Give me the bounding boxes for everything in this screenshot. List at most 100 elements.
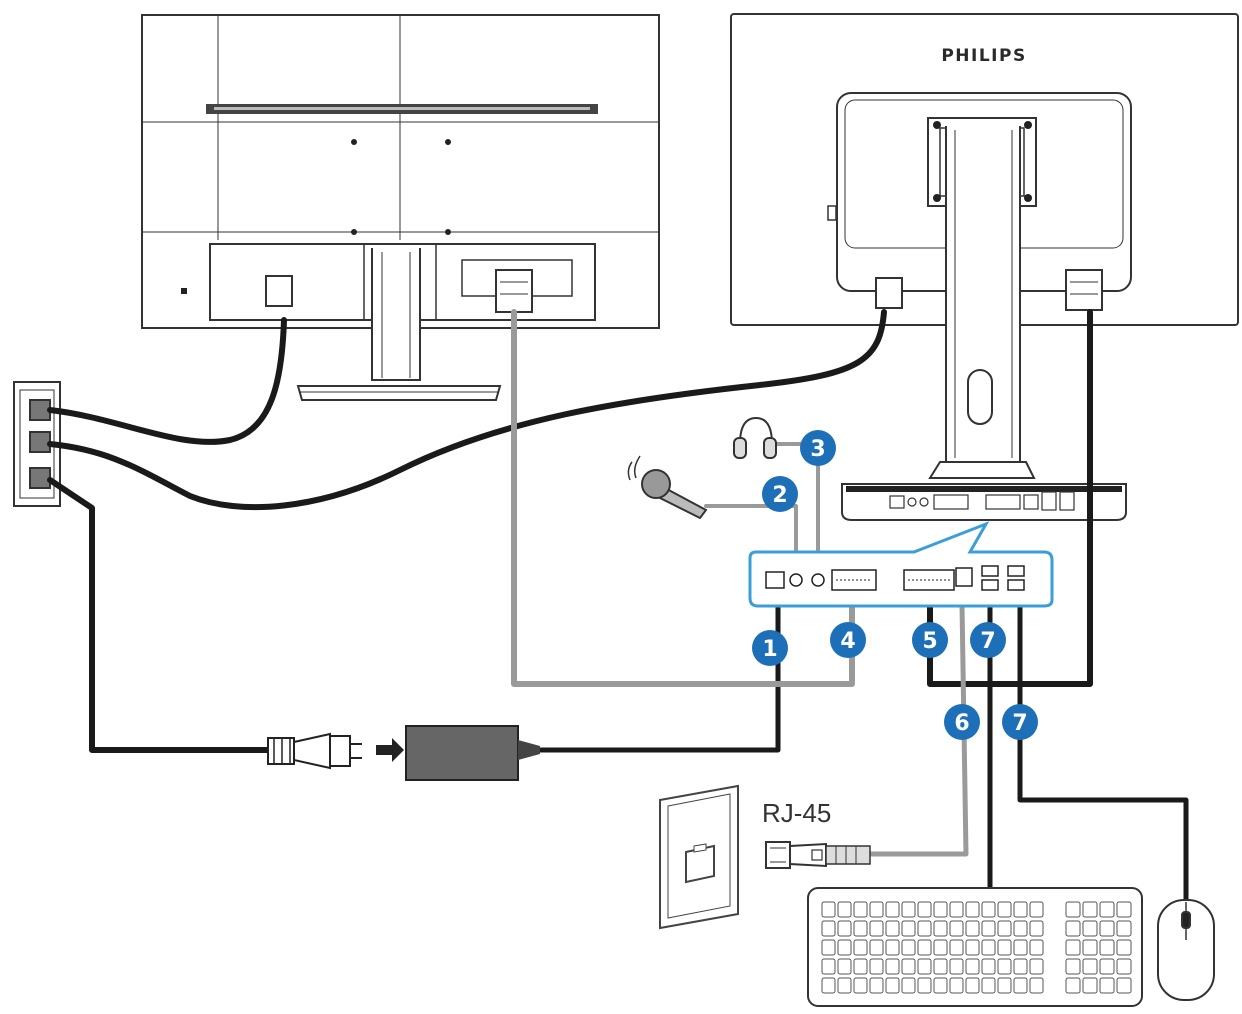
keyboard-key (869, 977, 884, 994)
usb-port-4 (1007, 579, 1025, 591)
microphone-icon (627, 455, 708, 520)
keyboard-key (1029, 977, 1044, 994)
network-cable-port-6 (867, 601, 969, 857)
svg-text:7: 7 (980, 629, 995, 654)
callout-7-lower: 7 (1002, 704, 1038, 740)
keyboard-key (885, 939, 900, 956)
keyboard-key (917, 901, 932, 918)
headphones-icon (733, 416, 777, 459)
keyboard-key (1082, 901, 1098, 918)
keyboard-key (965, 939, 980, 956)
keyboard-key (837, 939, 852, 956)
keyboard-key (1013, 977, 1028, 994)
keyboard-key (965, 958, 980, 975)
keyboard-key (1065, 920, 1081, 937)
keyboard-key (853, 920, 868, 937)
keyboard-key (933, 958, 948, 975)
arrow-icon (376, 738, 404, 762)
keyboard-key (885, 920, 900, 937)
svg-text:7: 7 (1012, 711, 1027, 736)
keyboard-key (933, 977, 948, 994)
keyboard-key (869, 939, 884, 956)
keyboard-key (1082, 939, 1098, 956)
keyboard-key (821, 939, 836, 956)
keyboard-key (981, 977, 996, 994)
keyboard-key (1013, 901, 1028, 918)
keyboard-key (949, 901, 964, 918)
keyboard-key (997, 977, 1012, 994)
keyboard-key (1099, 958, 1115, 975)
keyboard-key (949, 939, 964, 956)
callout-1: 1 (752, 630, 788, 666)
keyboard-key (885, 977, 900, 994)
svg-text:3: 3 (810, 437, 825, 462)
keyboard-key (997, 920, 1012, 937)
keyboard-key (1013, 920, 1028, 937)
mouse (1157, 899, 1215, 1001)
power-adapter (405, 725, 540, 781)
keyboard-key (965, 901, 980, 918)
svg-text:1: 1 (762, 637, 777, 662)
svg-text:4: 4 (840, 629, 855, 654)
keyboard-key (869, 901, 884, 918)
keyboard-key (1099, 977, 1115, 994)
keyboard-key (981, 958, 996, 975)
keyboard-key (901, 977, 916, 994)
left-monitor-rear (141, 14, 660, 401)
dc-in-port (765, 571, 785, 589)
keyboard-key (1029, 958, 1044, 975)
callout-6: 6 (944, 704, 980, 740)
keyboard-key (981, 901, 996, 918)
keyboard-key (853, 977, 868, 994)
adapter-power-cable (47, 477, 273, 753)
keyboard-key (821, 977, 836, 994)
svg-text:5: 5 (922, 629, 937, 654)
left-monitor-power-cable (47, 317, 287, 445)
keyboard-key (821, 920, 836, 937)
keyboard-key (917, 939, 932, 956)
callout-3: 3 (800, 430, 836, 466)
keyboard (807, 887, 1143, 1007)
keyboard-key (997, 958, 1012, 975)
rj45-plug (765, 841, 871, 869)
callout-2: 2 (762, 476, 798, 512)
keyboard-key (1029, 920, 1044, 937)
keyboard-key (1065, 977, 1081, 994)
callout-4: 4 (830, 622, 866, 658)
keyboard-key (965, 977, 980, 994)
keyboard-key (1029, 939, 1044, 956)
keyboard-key (997, 939, 1012, 956)
keyboard-key (1082, 920, 1098, 937)
keyboard-key (981, 920, 996, 937)
keyboard-key (917, 977, 932, 994)
mic-in-port (789, 573, 803, 587)
keyboard-key (1099, 920, 1115, 937)
keyboard-key (1116, 958, 1132, 975)
keyboard-key (837, 958, 852, 975)
svg-text:6: 6 (954, 711, 969, 736)
keyboard-key (949, 977, 964, 994)
usb-port-1 (981, 565, 999, 577)
keyboard-key (1082, 958, 1098, 975)
right-monitor-rear (730, 13, 1239, 521)
keyboard-key (1065, 939, 1081, 956)
keyboard-key (933, 901, 948, 918)
callout-5: 5 (912, 622, 948, 658)
keyboard-key (869, 958, 884, 975)
keyboard-key (821, 958, 836, 975)
right-monitor-power-cable (47, 309, 887, 511)
keyboard-key (885, 901, 900, 918)
keyboard-key (1116, 901, 1132, 918)
keyboard-key (965, 920, 980, 937)
keyboard-key (885, 958, 900, 975)
callout-7-upper: 7 (970, 622, 1006, 658)
usb-port-2 (981, 579, 999, 591)
keyboard-key (1116, 977, 1132, 994)
brand-label: PHILIPS (941, 46, 1026, 66)
keyboard-key (1116, 939, 1132, 956)
keyboard-key (1013, 958, 1028, 975)
svg-text:2: 2 (772, 483, 787, 508)
keyboard-key (901, 939, 916, 956)
keyboard-key (933, 939, 948, 956)
